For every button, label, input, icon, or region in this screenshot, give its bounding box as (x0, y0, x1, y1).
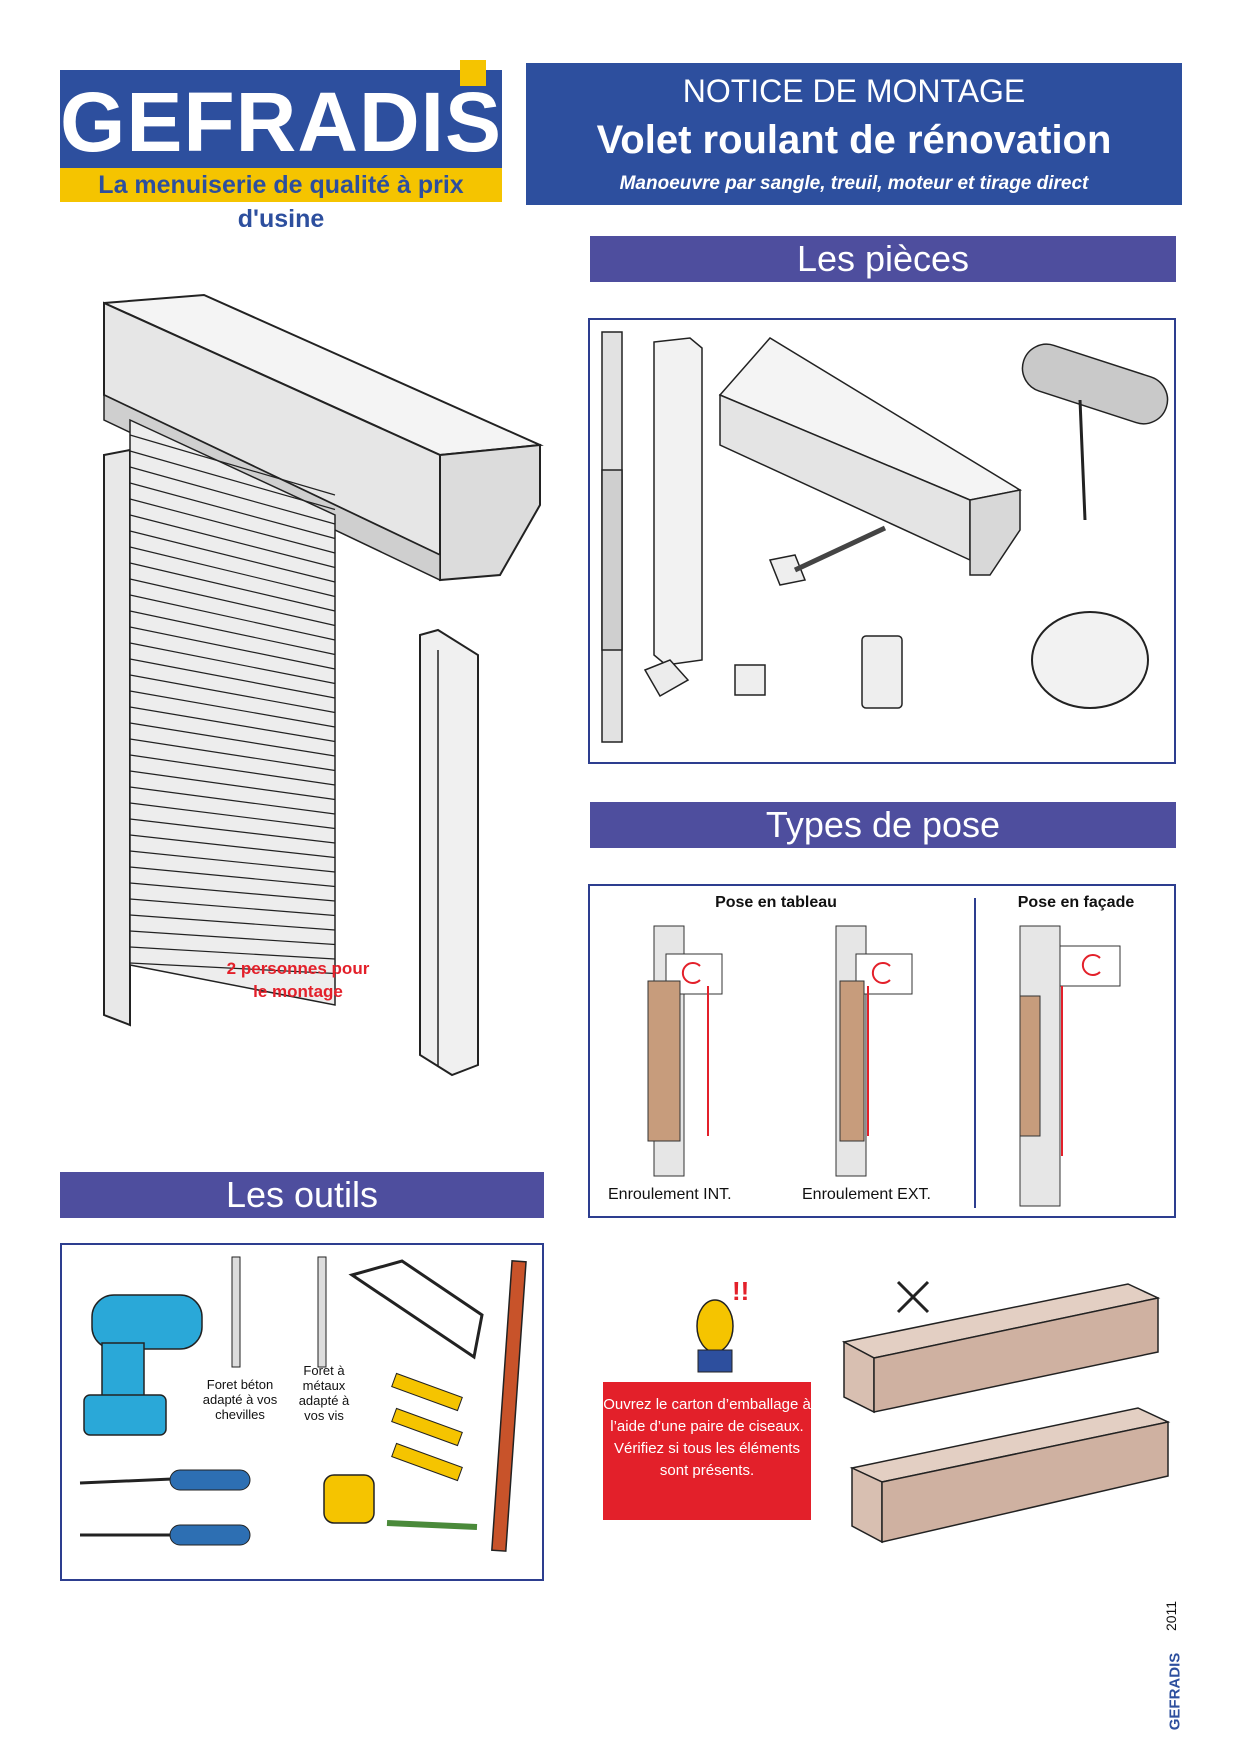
section-outils-title: Les outils (60, 1172, 544, 1218)
parts-illustration (601, 331, 1169, 743)
subtitle-top: NOTICE DE MONTAGE (682, 73, 1026, 109)
pose-tableau-label: Pose en tableau (715, 894, 837, 911)
foret-metaux-caption: Foret à métaux adapté à vos vis (298, 1363, 350, 1423)
pose-diagrams (647, 925, 1121, 1207)
mascot-icon: !! (696, 1276, 749, 1373)
page-title: Volet roulant de rénovation (596, 118, 1112, 162)
pieces-panel (588, 318, 1176, 764)
carton-illustration (841, 1280, 1171, 1544)
pose-ext-label: Enroulement EXT. (802, 1186, 931, 1203)
logo-accent (460, 60, 486, 86)
pose-int-label: Enroulement INT. (608, 1186, 732, 1203)
notice-box: Ouvrez le carton d’emballage à l’aide d’… (603, 1382, 811, 1520)
page-subtitle: Manoeuvre par sangle, treuil, moteur et … (619, 173, 1089, 194)
svg-text:!!: !! (732, 1276, 749, 1306)
brand-logo: GEFRADIS La menuiserie de qualité à prix… (60, 60, 503, 233)
montage-note: 2 personnes pour le montage (226, 959, 370, 1001)
section-pieces-title: Les pièces (590, 236, 1176, 282)
logo-wordmark: GEFRADIS (60, 75, 503, 169)
tools-illustration (79, 1256, 527, 1552)
foret-beton-caption: Foret béton adapté à vos chevilles (202, 1377, 278, 1422)
section-pose-title: Types de pose (590, 802, 1176, 848)
shutter-illustration (103, 293, 544, 1077)
title-box: NOTICE DE MONTAGE Volet roulant de rénov… (526, 63, 1182, 205)
tools-panel: Foret béton adapté à vos chevilles Foret… (60, 1243, 544, 1581)
footer-brand: 2011 GEFRADIS (1163, 1548, 1216, 1748)
footer-year: 2011 (1163, 1600, 1180, 1632)
pose-facade-label: Pose en façade (1017, 894, 1135, 911)
footer-logo: GEFRADIS (1166, 1652, 1184, 1731)
pose-panel: Pose en tableau Pose en façade Enrouleme… (588, 884, 1176, 1218)
logo-tagline: La menuiserie de qualité à prix d'usine (60, 168, 502, 233)
pose-divider (974, 898, 976, 1208)
